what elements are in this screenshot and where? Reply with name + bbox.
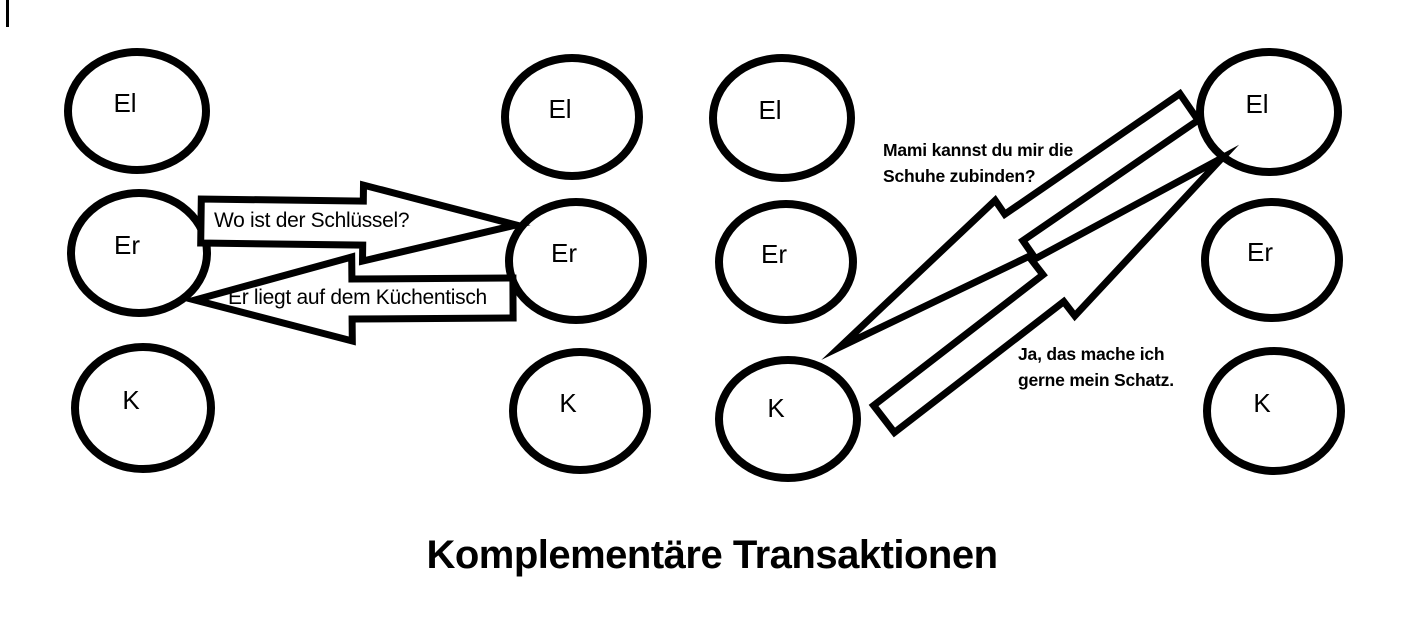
- ego-state-circle-el: [501, 54, 643, 180]
- ego-state-label-k: K: [767, 393, 785, 423]
- ego-state-label-el: El: [113, 88, 137, 118]
- ego-state-label-el: El: [1245, 89, 1269, 119]
- ego-state-label-er: Er: [1247, 237, 1273, 267]
- response-arrow-adult-to-adult: [181, 252, 517, 346]
- stimulus-text-right-diagram: Mami kannst du mir die Schuhe zubinden?: [883, 140, 1074, 186]
- ego-state-circle-k: [1203, 347, 1345, 475]
- ego-state-circle-k: [509, 348, 651, 474]
- ego-state-label-er: Er: [114, 230, 140, 260]
- ego-state-circle-er: [67, 189, 211, 317]
- stimulus-text-left-diagram: Wo ist der Schlüssel?: [214, 209, 410, 232]
- ego-state-label-k: K: [122, 385, 140, 415]
- ego-state-label-er: Er: [761, 239, 787, 269]
- response-text-left-diagram: Er liegt auf dem Küchentisch: [228, 286, 487, 309]
- ego-state-circle-el: [64, 48, 210, 174]
- ego-state-circle-er: [505, 198, 647, 324]
- ego-state-circle-er: [1201, 198, 1343, 322]
- ego-state-circle-er: [715, 200, 857, 324]
- ego-state-circle-k: [71, 343, 215, 473]
- stimulus-arrow-child-to-parent: [868, 144, 1240, 438]
- ego-state-label-el: El: [758, 95, 782, 125]
- response-text-right-diagram: Ja, das mache ich gerne mein Schatz.: [1018, 344, 1174, 390]
- ego-state-label-el: El: [548, 94, 572, 124]
- ego-state-circle-el: [1196, 48, 1342, 176]
- ego-state-circle-el: [709, 54, 855, 182]
- text-cursor-mark: [6, 0, 9, 27]
- ego-state-label-er: Er: [551, 238, 577, 268]
- ego-state-label-k: K: [1253, 388, 1271, 418]
- stimulus-arrow-adult-to-adult: [197, 180, 531, 266]
- page-title: Komplementäre Transaktionen: [426, 533, 998, 577]
- ego-state-circle-k: [715, 356, 861, 482]
- response-arrow-parent-to-child: [821, 88, 1203, 360]
- ego-state-label-k: K: [559, 388, 577, 418]
